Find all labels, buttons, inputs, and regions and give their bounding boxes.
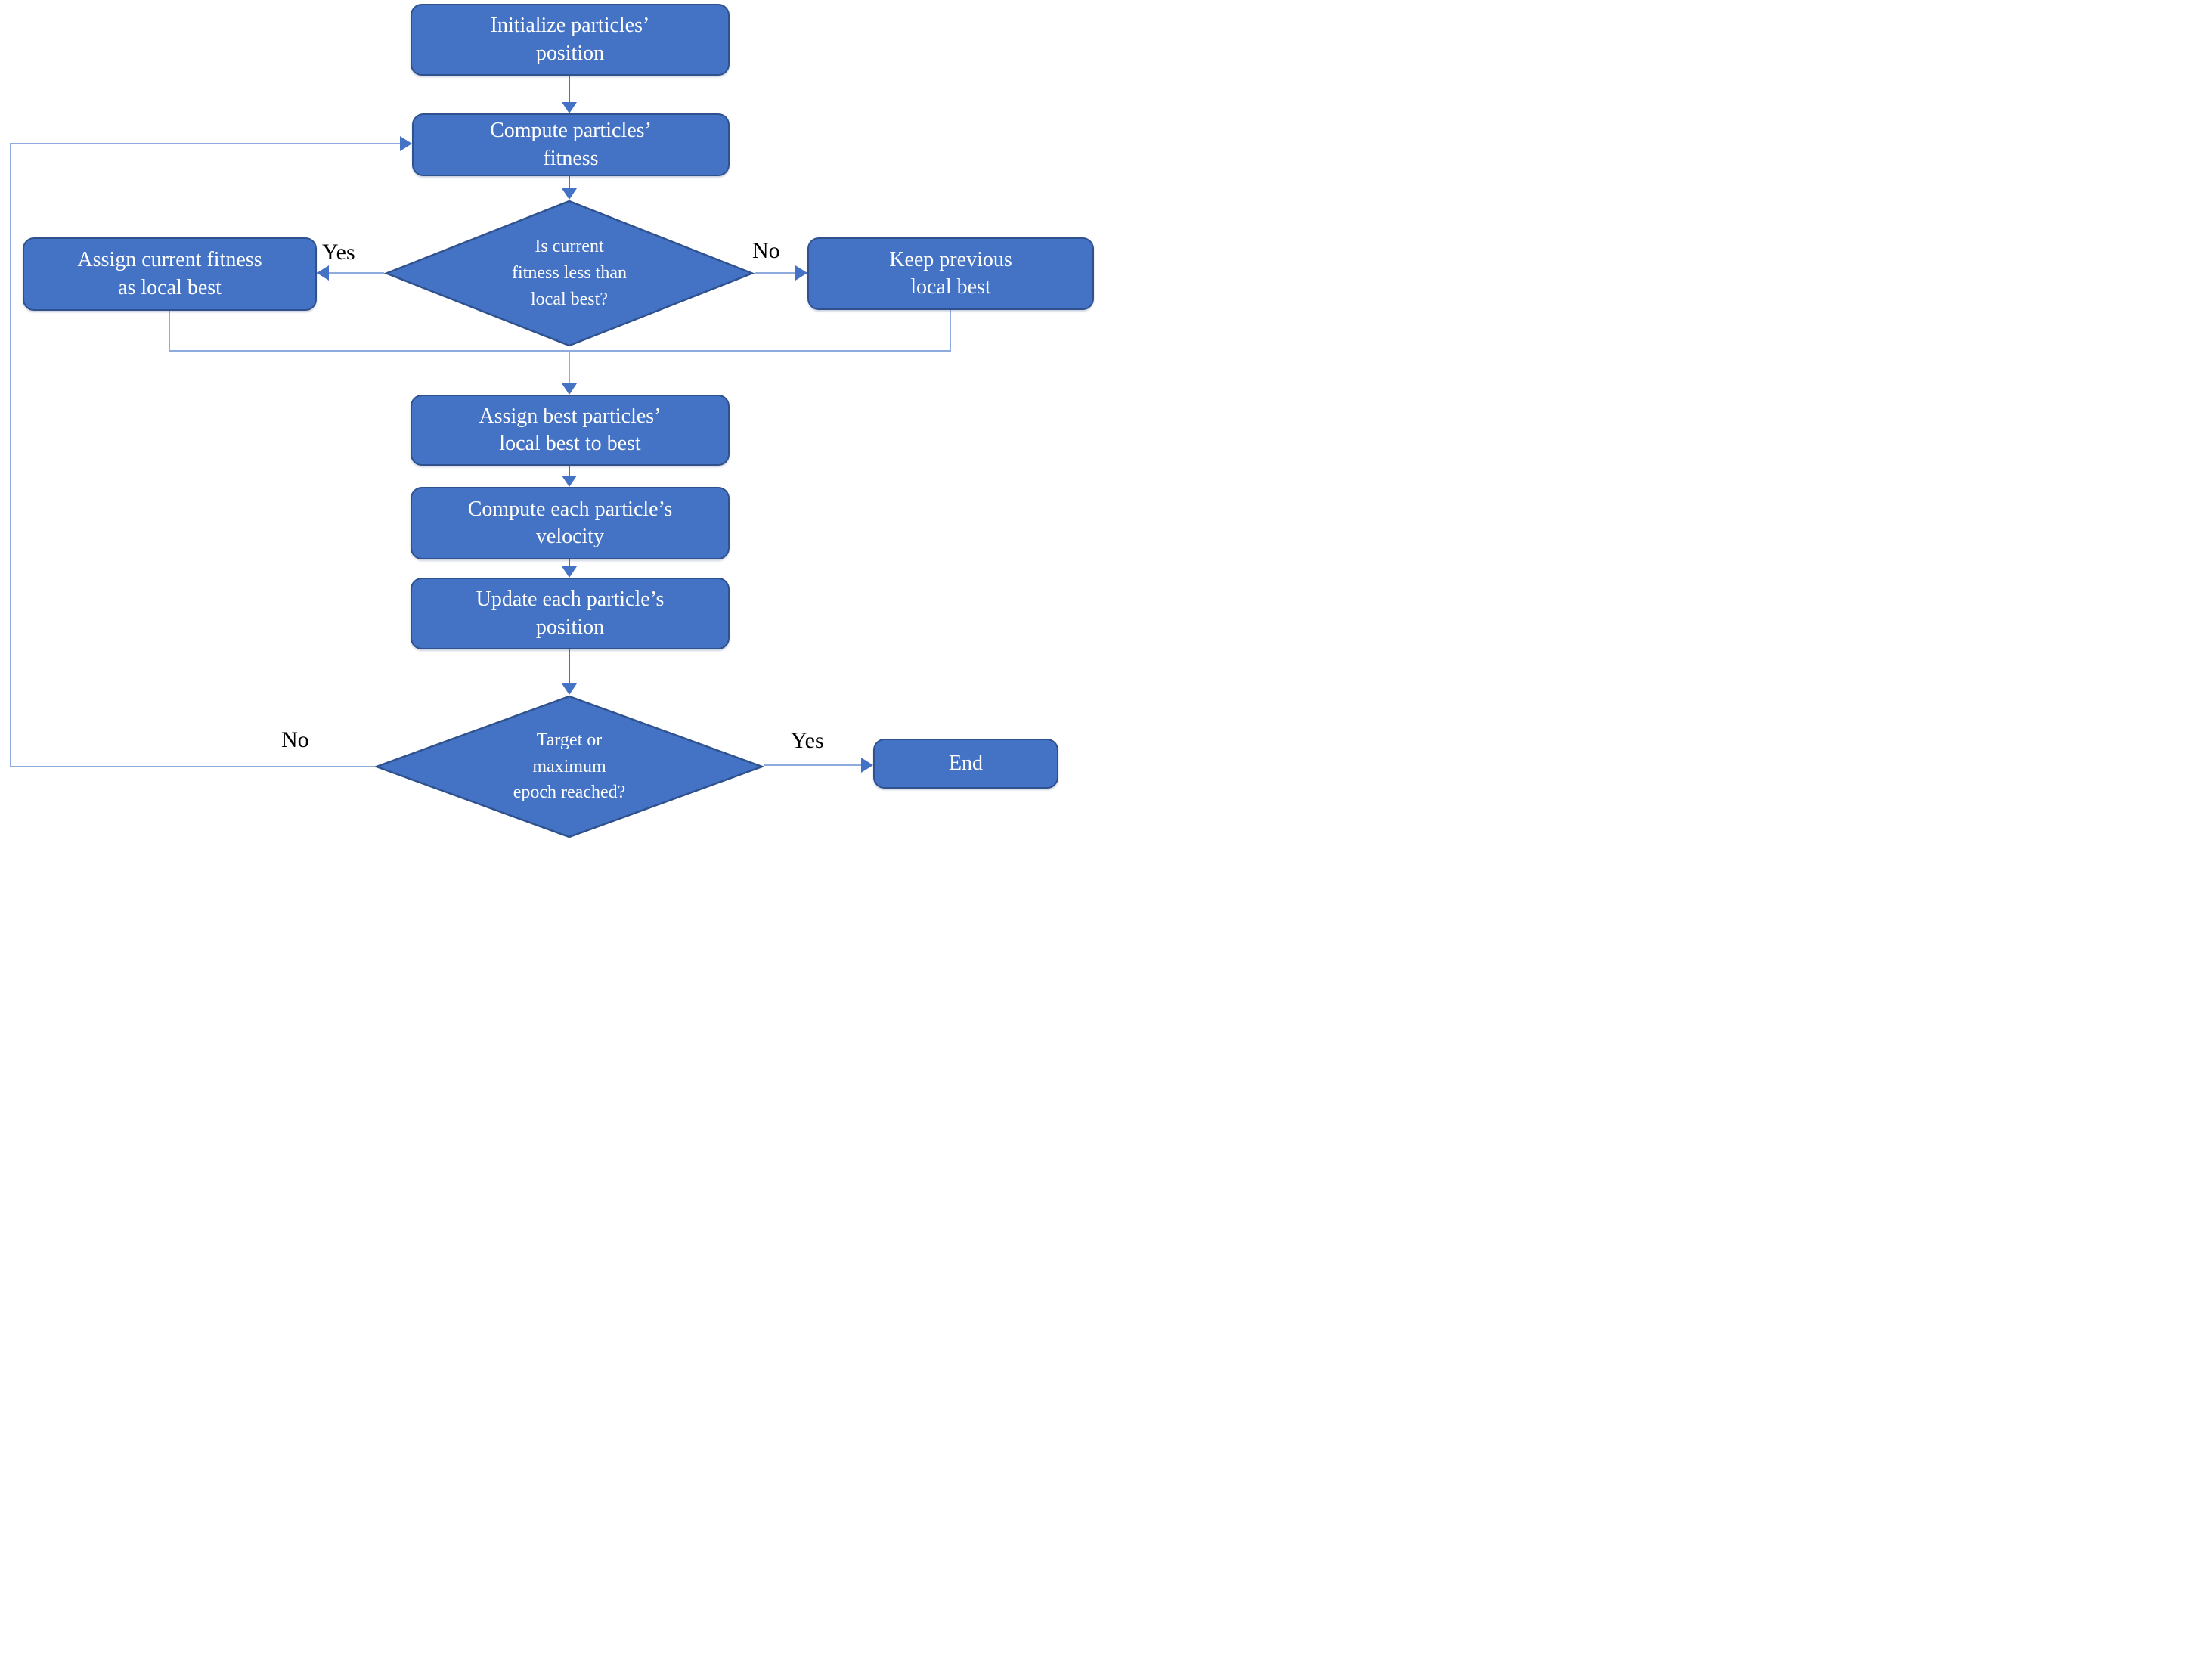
edge-position-to-epoch-line [569, 649, 570, 685]
arrowhead-init-to-fitness [562, 102, 577, 113]
diamond-shape [384, 200, 755, 347]
edge-fitness-no-line [755, 272, 807, 274]
node-assign-best: Assign best particles’ local best to bes… [411, 395, 730, 466]
edge-fitness-to-decision-line [569, 176, 570, 190]
node-compute-fitness: Compute particles’ fitness [412, 113, 730, 176]
edge-assignbest-to-velocity-line [569, 466, 570, 477]
node-initialize-position-label: Initialize particles’ position [490, 14, 650, 65]
decision-fitness-label: Is current fitness less than local best? [512, 237, 627, 309]
decision-epoch-label: Target or maximum epoch reached? [513, 730, 626, 803]
edge-label-fitness-yes: Yes [322, 240, 355, 265]
edge-merge-drop-line [569, 350, 570, 385]
edge-epoch-no-bottom-segment [11, 766, 374, 767]
flowchart-canvas: Initialize particles’ position Compute p… [0, 0, 1097, 840]
node-keep-previous-local-best-label: Keep previous local best [889, 247, 1012, 299]
edge-velocity-to-position-line [569, 559, 570, 568]
node-initialize-position: Initialize particles’ position [411, 4, 730, 76]
arrowhead-into-assign-best [562, 383, 577, 395]
node-keep-previous-local-best: Keep previous local best [807, 237, 1094, 310]
edge-label-epoch-yes: Yes [791, 728, 824, 753]
arrowhead-velocity-to-position [562, 566, 577, 578]
edge-fitness-yes-line [317, 272, 384, 274]
node-compute-fitness-label: Compute particles’ fitness [490, 119, 652, 170]
arrowhead-epoch-yes [861, 758, 873, 773]
edge-merge-horizontal-segment [169, 350, 951, 352]
edge-assign-current-down-segment [169, 311, 170, 352]
arrowhead-into-compute-fitness [400, 136, 412, 151]
node-end-label: End [948, 751, 984, 775]
node-compute-velocity: Compute each particle’s velocity [411, 487, 730, 559]
decision-fitness-less-than-local-best: Is current fitness less than local best? [384, 200, 755, 347]
node-update-position-label: Update each particle’s position [476, 587, 665, 639]
node-update-position: Update each particle’s position [411, 578, 730, 649]
edge-keep-previous-down-segment [950, 310, 951, 352]
arrowhead-assignbest-to-velocity [562, 476, 577, 487]
node-compute-velocity-label: Compute each particle’s velocity [467, 497, 673, 548]
edge-epoch-no-left-segment [10, 143, 11, 767]
edge-label-epoch-no: No [281, 727, 309, 752]
edge-epoch-yes-line [764, 764, 863, 766]
edge-epoch-no-top-segment [10, 143, 401, 144]
arrowhead-fitness-no [795, 265, 807, 281]
arrowhead-fitness-to-decision [562, 188, 577, 200]
node-assign-best-label: Assign best particles’ local best to bes… [479, 404, 662, 455]
edge-init-to-fitness-line [569, 76, 570, 104]
node-assign-current-fitness-label: Assign current fitness as local best [77, 248, 262, 299]
arrowhead-position-to-epoch [562, 683, 577, 695]
node-end: End [873, 739, 1058, 789]
edge-label-fitness-no: No [752, 238, 780, 263]
node-assign-current-fitness: Assign current fitness as local best [23, 237, 317, 311]
diamond-shape [374, 695, 764, 838]
decision-target-or-max-epoch: Target or maximum epoch reached? [374, 695, 764, 838]
arrowhead-fitness-yes [317, 265, 329, 281]
